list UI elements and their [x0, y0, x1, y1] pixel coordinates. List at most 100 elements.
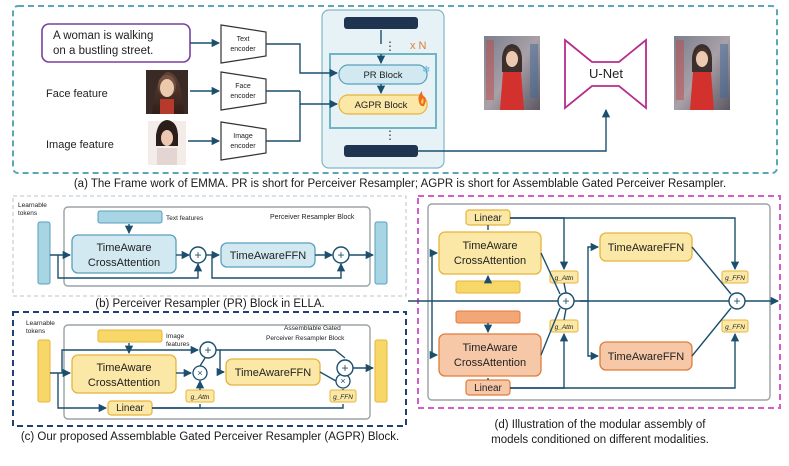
svg-text:TimeAware: TimeAware: [96, 242, 151, 254]
cross-attention-c: TimeAware CrossAttention: [71, 354, 177, 394]
svg-text:A woman is walking: A woman is walking: [53, 30, 153, 42]
gate-ffn-c: g_FFN: [329, 389, 357, 403]
svg-text:TimeAware: TimeAware: [462, 342, 517, 354]
svg-text:CrossAttention: CrossAttention: [88, 257, 160, 269]
cross-attention-d-bottom: TimeAware CrossAttention: [438, 333, 542, 377]
ffn-d-bottom: TimeAwareFFN: [599, 341, 693, 371]
svg-text:+: +: [562, 294, 569, 308]
cross-attention-b: TimeAware CrossAttention: [71, 234, 177, 274]
add-node-c3: +: [336, 359, 354, 377]
svg-text:tokens: tokens: [18, 210, 38, 217]
ffn-c: TimeAwareFFN: [225, 358, 321, 386]
svg-text:TimeAwareFFN: TimeAwareFFN: [608, 242, 684, 254]
svg-text:Text: Text: [237, 36, 250, 43]
image-encoder: Image encoder: [220, 121, 267, 161]
face-feature-photo: [146, 70, 188, 114]
unet: U-Net: [564, 38, 647, 110]
svg-text:g_Attn: g_Attn: [191, 394, 210, 401]
svg-text:+: +: [337, 248, 344, 262]
resampler-stack: x N ⋮ ⋮ PR Block ❄ AGPR Block: [321, 9, 445, 169]
noisy-input-image: [484, 36, 540, 110]
caption-d-line2: models conditioned on different modaliti…: [491, 434, 709, 446]
panel-d-frame: [417, 195, 781, 409]
svg-text:Image: Image: [233, 133, 253, 140]
svg-text:⋮: ⋮: [384, 128, 396, 142]
svg-text:+: +: [733, 294, 740, 308]
svg-text:×: ×: [340, 376, 345, 386]
add-node-d1: +: [557, 292, 575, 310]
svg-text:Learnable: Learnable: [18, 202, 47, 209]
svg-text:+: +: [204, 343, 211, 357]
svg-text:⋮: ⋮: [384, 39, 396, 53]
svg-text:g_FFN: g_FFN: [333, 394, 353, 401]
repeat-label: x N: [410, 40, 427, 52]
ffn-d-top: TimeAwareFFN: [599, 232, 693, 262]
svg-text:Text features: Text features: [166, 215, 204, 222]
snowflake-icon: ❄: [422, 65, 430, 76]
caption-c: (c) Our proposed Assemblable Gated Perce…: [21, 431, 399, 443]
svg-text:TimeAware: TimeAware: [96, 362, 151, 374]
image-feature-label: Image feature: [46, 139, 114, 151]
svg-text:tokens: tokens: [26, 328, 46, 335]
image-feature-photo: [148, 120, 186, 165]
caption-a: (a) The Frame work of EMMA. PR is short …: [74, 178, 726, 190]
svg-text:g_FFN: g_FFN: [725, 324, 745, 331]
add-node-d2: +: [728, 292, 746, 310]
cross-attention-d-top: TimeAware CrossAttention: [438, 231, 542, 275]
svg-text:g_Attn: g_Attn: [555, 275, 574, 282]
svg-text:CrossAttention: CrossAttention: [454, 357, 526, 369]
ffn-b: TimeAwareFFN: [220, 242, 316, 268]
svg-text:Linear: Linear: [474, 213, 502, 224]
svg-text:Image: Image: [166, 333, 184, 340]
panel-c-frame: [12, 311, 407, 427]
svg-text:+: +: [341, 361, 348, 375]
token-bar-top: [344, 17, 418, 29]
mul-node-c1: ×: [192, 365, 208, 381]
svg-text:g_Attn: g_Attn: [555, 324, 574, 331]
flame-icon: [418, 91, 426, 107]
svg-text:Perceiver Resampler Block: Perceiver Resampler Block: [266, 335, 345, 342]
svg-text:PR Block: PR Block: [363, 70, 402, 81]
svg-text:Assemblable Gated: Assemblable Gated: [284, 325, 341, 332]
svg-text:CrossAttention: CrossAttention: [88, 377, 160, 389]
svg-text:×: ×: [197, 368, 202, 378]
svg-text:CrossAttention: CrossAttention: [454, 255, 526, 267]
svg-text:encoder: encoder: [230, 46, 256, 53]
svg-text:Learnable: Learnable: [26, 320, 55, 327]
learnable-tokens-c: [37, 339, 51, 403]
caption-b: (b) Perceiver Resampler (PR) Block in EL…: [95, 298, 324, 310]
gate-attn-c: g_Attn: [185, 389, 215, 403]
pr-block: [338, 64, 428, 85]
linear-d-bottom: Linear: [465, 379, 511, 396]
svg-text:TimeAwareFFN: TimeAwareFFN: [608, 351, 684, 363]
add-node-b1: +: [189, 246, 207, 264]
image-features-c: [97, 329, 163, 343]
output-tokens-b: [374, 221, 388, 285]
svg-text:U-Net: U-Net: [589, 66, 623, 81]
svg-text:TimeAwareFFN: TimeAwareFFN: [235, 367, 311, 379]
gate-ffn-d-top: g_FFN: [721, 270, 749, 284]
add-node-c1: +: [199, 341, 217, 359]
svg-text:TimeAwareFFN: TimeAwareFFN: [230, 250, 306, 262]
svg-text:AGPR Block: AGPR Block: [355, 100, 408, 111]
svg-text:features: features: [166, 341, 190, 348]
svg-text:Linear: Linear: [116, 403, 144, 414]
svg-text:g_FFN: g_FFN: [725, 275, 745, 282]
generated-image: [674, 36, 730, 110]
svg-text:TimeAware: TimeAware: [462, 240, 517, 252]
learnable-tokens-b: [37, 221, 51, 285]
face-feature-label: Face feature: [46, 88, 108, 100]
token-bar-bottom: [344, 145, 418, 157]
svg-text:on a bustling street.: on a bustling street.: [53, 45, 153, 57]
agpr-block: [338, 94, 428, 115]
text-prompt-box: A woman is walking on a bustling street.: [41, 23, 191, 63]
svg-text:Linear: Linear: [474, 383, 502, 394]
add-node-b2: +: [332, 246, 350, 264]
svg-text:encoder: encoder: [230, 93, 256, 100]
gate-ffn-d-bottom: g_FFN: [721, 319, 749, 333]
image-features-d: [455, 280, 521, 294]
panel-b-frame: [12, 195, 407, 297]
svg-text:encoder: encoder: [230, 143, 256, 150]
linear-c: Linear: [107, 400, 153, 416]
